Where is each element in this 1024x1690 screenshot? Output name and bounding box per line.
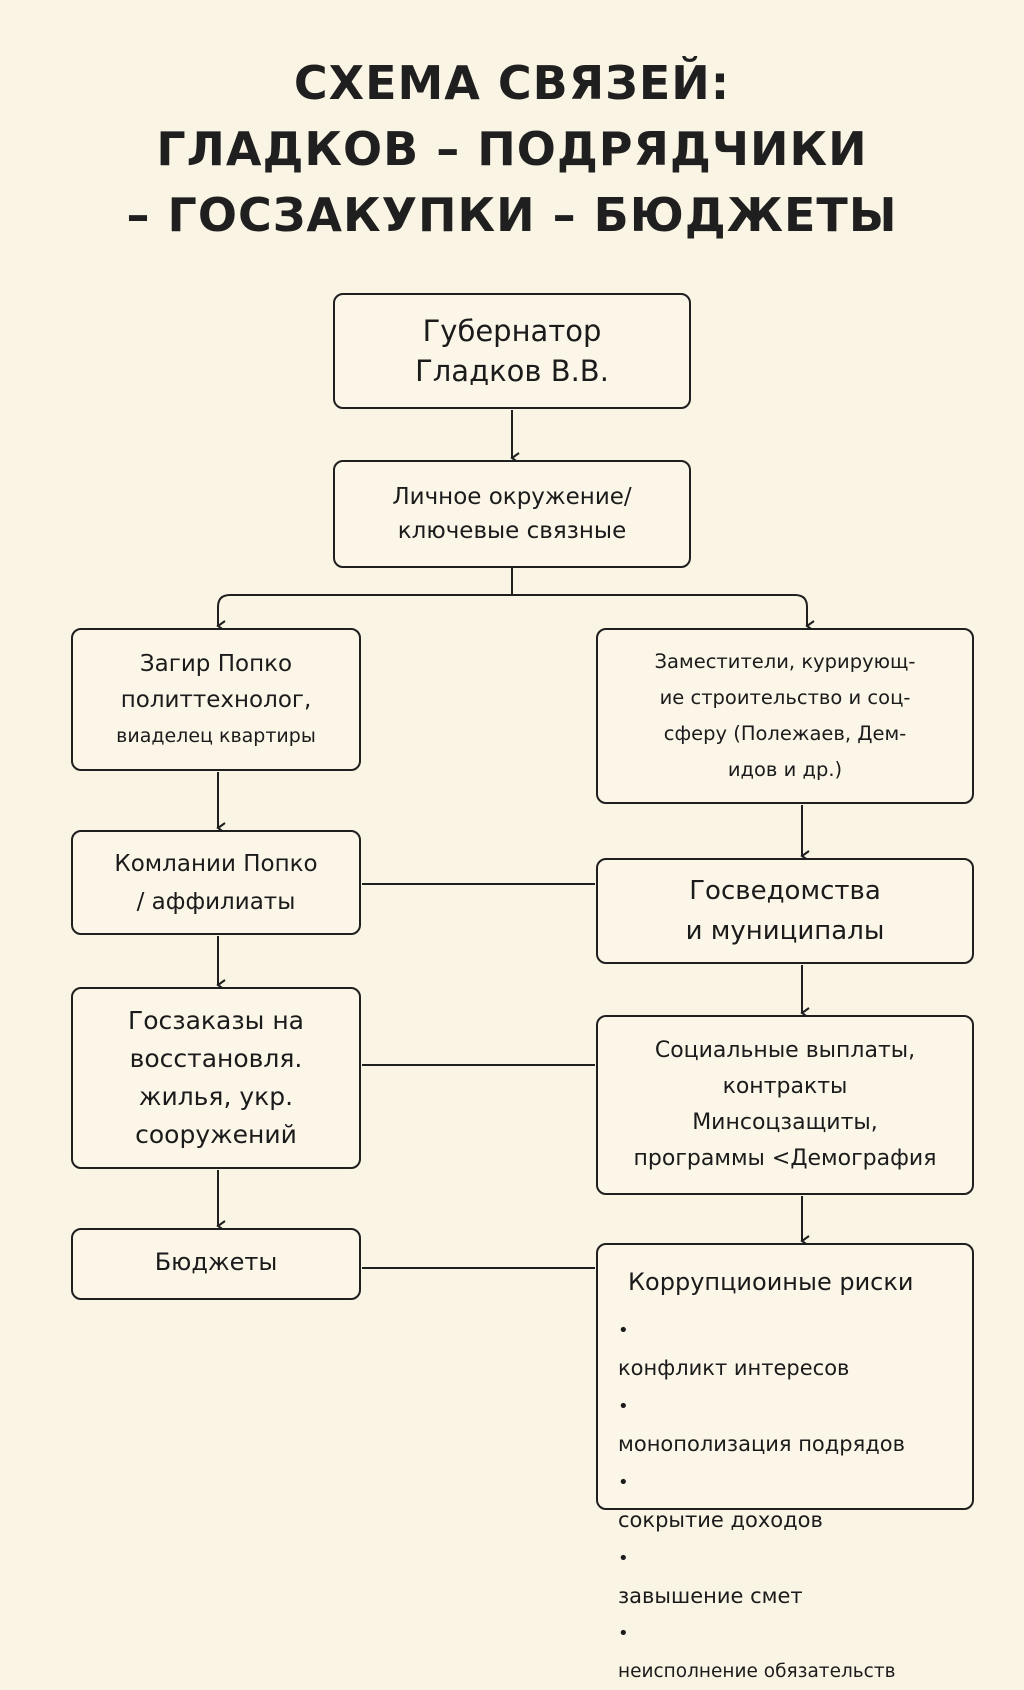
bullet-icon: • — [618, 1388, 640, 1426]
risk-item-text: неисполнение обязательств — [618, 1653, 905, 1690]
node-popko: Загир Попко политтехнолог, виаделец квар… — [71, 628, 361, 771]
node-social-payments: Социальные выплаты, контракты Минсоцзащи… — [596, 1015, 974, 1195]
risk-item-text: завышение смет — [618, 1578, 905, 1616]
node-orders-line-2: восстановля. — [130, 1040, 303, 1078]
node-personal-circle: Личное окружение/ ключевые связные — [333, 460, 691, 568]
node-budgets: Бюджеты — [71, 1228, 361, 1300]
bullet-icon: • — [618, 1464, 640, 1502]
risk-item-text: монополизация подрядов — [618, 1426, 905, 1464]
bullet-icon: • — [618, 1615, 640, 1653]
node-companies-line-1: Комлании Попко — [114, 845, 317, 883]
risk-item-text: конфликт интересов — [618, 1350, 905, 1388]
node-agencies-line-2: и муниципалы — [686, 911, 885, 951]
node-social-line-3: Минсоцзащиты, — [692, 1105, 878, 1141]
risk-item-text: сокрытие доходов — [618, 1502, 905, 1540]
node-social-line-1: Социальные выплаты, — [655, 1033, 915, 1069]
node-deputies: Заместители, курирующ- ие строительство … — [596, 628, 974, 804]
node-popko-companies: Комлании Попко / аффилиаты — [71, 830, 361, 935]
branch-circle-to-groups — [218, 568, 807, 626]
node-popko-line-1: Загир Попко — [140, 646, 292, 682]
bullet-icon: • — [618, 1540, 640, 1578]
bullet-icon: • — [618, 1312, 640, 1350]
node-popko-line-2: политтехнолог, — [121, 682, 312, 718]
node-agencies-line-1: Госведомства — [689, 871, 881, 911]
risk-item: •сокрытие доходов — [618, 1463, 905, 1539]
risk-item: •конфликт интересов — [618, 1311, 905, 1387]
risk-item: •неисполнение обязательств — [618, 1615, 905, 1690]
node-governor-line-2: Гладков В.В. — [415, 351, 609, 391]
node-governor: Губернатор Гладков В.В. — [333, 293, 691, 409]
node-orders-line-4: сооружений — [135, 1116, 297, 1154]
node-social-line-2: контракты — [723, 1069, 848, 1105]
node-social-line-4: программы <Демография — [634, 1141, 937, 1177]
risk-item: •монополизация подрядов — [618, 1387, 905, 1463]
node-popko-line-3: виаделец квартиры — [116, 718, 316, 754]
risk-item: •завышение смет — [618, 1539, 905, 1615]
risks-title: Коррупциоиные риски — [628, 1267, 913, 1297]
node-deputies-line-2: ие строительство и соц- — [660, 680, 911, 716]
node-orders-line-3: жилья, укр. — [139, 1078, 293, 1116]
node-agencies: Госведомства и муниципалы — [596, 858, 974, 964]
node-corruption-risks: Коррупциоиные риски •конфликт интересов … — [596, 1243, 974, 1510]
node-state-orders: Госзаказы на восстановля. жилья, укр. со… — [71, 987, 361, 1169]
node-deputies-line-1: Заместители, курирующ- — [655, 644, 916, 680]
node-deputies-line-3: сферу (Полежаев, Дем- — [664, 716, 907, 752]
node-deputies-line-4: идов и др.) — [728, 752, 842, 788]
node-circle-line-2: ключевые связные — [398, 514, 626, 548]
risks-list: •конфликт интересов •монополизация подря… — [618, 1311, 905, 1690]
node-companies-line-2: / аффилиаты — [137, 883, 296, 921]
node-circle-line-1: Личное окружение/ — [392, 480, 631, 514]
node-budgets-label: Бюджеты — [155, 1248, 278, 1276]
node-orders-line-1: Госзаказы на — [128, 1002, 304, 1040]
node-governor-line-1: Губернатор — [423, 311, 602, 351]
